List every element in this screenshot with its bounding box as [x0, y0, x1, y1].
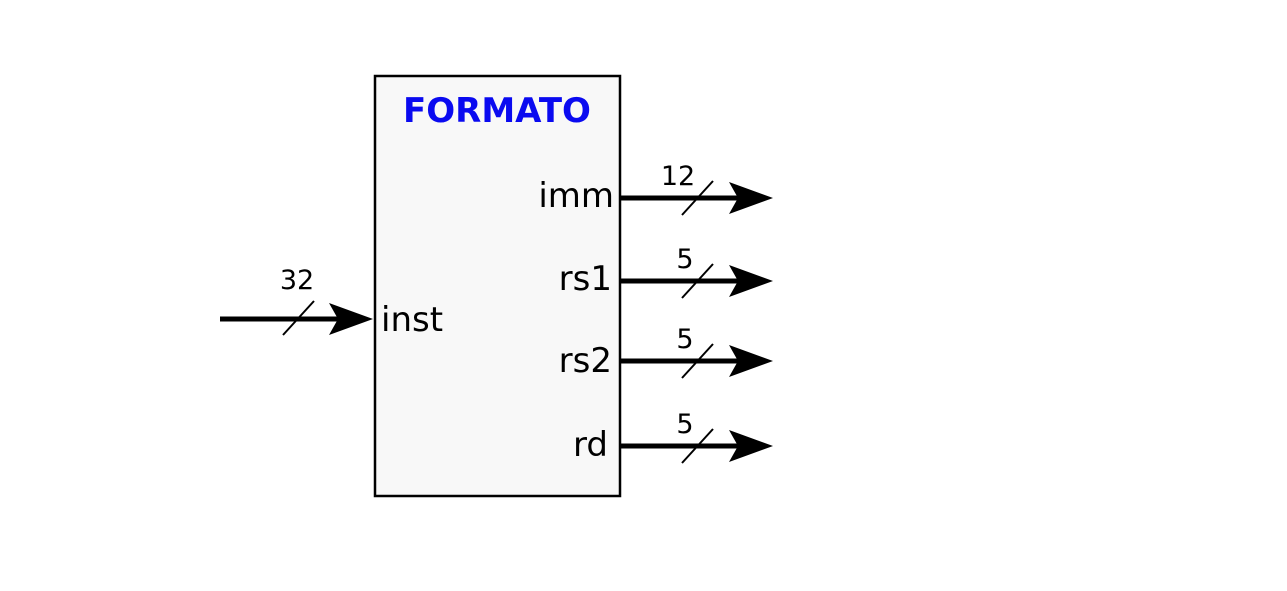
- inst-width-label: 32: [280, 265, 314, 296]
- rd-width-label: 5: [676, 409, 693, 440]
- imm-port-label: imm: [538, 176, 614, 216]
- rd-bus-slash: [681, 428, 714, 464]
- imm-arrowhead: [729, 182, 773, 214]
- imm-width-label: 12: [661, 161, 695, 192]
- rs1-port-label: rs1: [559, 259, 612, 299]
- output-port-rs2: 5 rs2: [559, 324, 773, 381]
- input-port-inst: 32 inst: [220, 265, 443, 340]
- rs1-arrowhead: [729, 265, 773, 297]
- imm-bus-slash: [681, 180, 714, 216]
- output-port-rs1: 5 rs1: [559, 244, 773, 299]
- output-port-imm: 12 imm: [538, 161, 773, 216]
- inst-bus-slash: [282, 300, 315, 336]
- rs2-arrowhead: [729, 345, 773, 377]
- rs1-width-label: 5: [676, 244, 693, 275]
- inst-arrowhead: [329, 303, 373, 335]
- rs1-bus-slash: [681, 263, 714, 299]
- rs2-bus-slash: [681, 343, 714, 379]
- block-title: FORMATO: [403, 91, 591, 131]
- output-port-rd: 5 rd: [573, 409, 773, 465]
- rs2-port-label: rs2: [559, 341, 612, 381]
- rs2-width-label: 5: [676, 324, 693, 355]
- rd-arrowhead: [729, 430, 773, 462]
- formato-block: [373, 74, 622, 498]
- rd-port-label: rd: [573, 425, 608, 465]
- inst-port-label: inst: [381, 300, 443, 340]
